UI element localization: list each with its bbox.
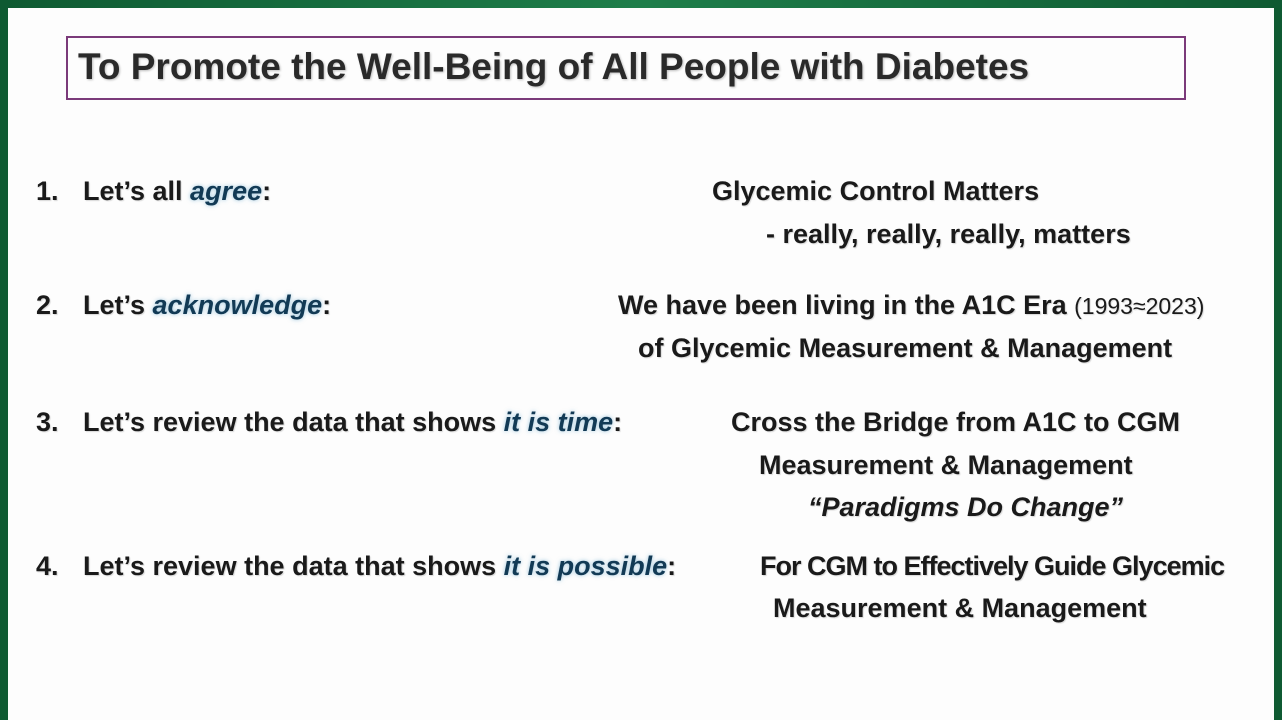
item-1-prompt: 1. Let’s all agree: — [36, 176, 271, 207]
item-1-result-line1: Glycemic Control Matters — [712, 176, 1040, 206]
item-4-number: 4. — [36, 551, 59, 581]
item-1-suffix: : — [262, 176, 272, 206]
slide-title: To Promote the Well-Being of All People … — [78, 46, 1030, 87]
title-box: To Promote the Well-Being of All People … — [66, 36, 1186, 100]
item-2-era-dates: (1993≈2023) — [1074, 293, 1205, 319]
item-4-prompt: 4. Let’s review the data that shows it is… — [36, 551, 676, 582]
slide: To Promote the Well-Being of All People … — [8, 8, 1274, 720]
item-4-result-line1: For CGM to Effectively Guide Glycemic — [760, 551, 1225, 581]
item-2-prompt: 2. Let’s acknowledge: — [36, 290, 331, 321]
item-2-emphasis: acknowledge — [152, 290, 323, 320]
item-2-suffix: : — [322, 290, 332, 320]
item-3-result-quote: “Paradigms Do Change” — [808, 492, 1124, 522]
item-1-prefix: Let’s all — [83, 176, 191, 206]
item-2-result-line2: of Glycemic Measurement & Management — [638, 333, 1173, 363]
item-3-suffix: : — [613, 407, 623, 437]
item-3-emphasis: it is time — [503, 407, 614, 437]
item-2-result-text: We have been living in the A1C Era — [618, 290, 1067, 320]
item-4-suffix: : — [667, 551, 677, 581]
item-3-result-line2: Measurement & Management — [759, 450, 1133, 480]
item-1-result-line2: - really, really, really, matters — [766, 219, 1131, 249]
item-4-result-line2: Measurement & Management — [773, 593, 1147, 623]
item-3-result-line1: Cross the Bridge from A1C to CGM — [731, 407, 1181, 437]
item-2-number: 2. — [36, 290, 59, 320]
item-3-number: 3. — [36, 407, 59, 437]
item-3-prompt: 3. Let’s review the data that shows it is… — [36, 407, 622, 438]
item-4-prefix: Let’s review the data that shows — [83, 551, 504, 581]
item-4-emphasis: it is possible — [503, 551, 668, 581]
item-3-prefix: Let’s review the data that shows — [83, 407, 504, 437]
item-2-prefix: Let’s — [83, 290, 153, 320]
item-1-emphasis: agree — [190, 176, 263, 206]
item-2-result-line1: We have been living in the A1C Era (1993… — [618, 290, 1204, 321]
item-1-number: 1. — [36, 176, 59, 206]
